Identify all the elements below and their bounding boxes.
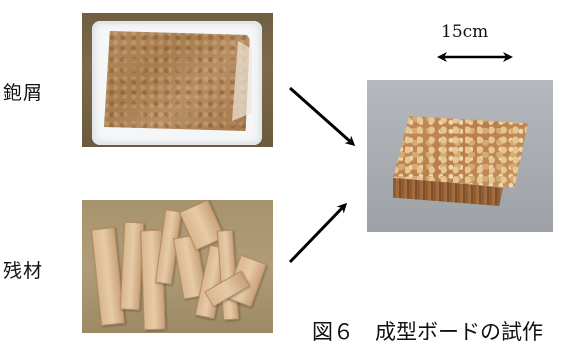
label-shavings: 鉋屑 — [3, 78, 43, 105]
photo-wood-offcuts — [82, 200, 273, 333]
wood-chip — [91, 227, 125, 326]
photo-shavings-tray — [82, 13, 273, 147]
sawdust-layer — [104, 31, 250, 131]
arrow-shavings-to-board — [290, 88, 353, 144]
arrow-offcuts-to-board — [290, 205, 345, 262]
photo-molded-board — [367, 80, 553, 232]
label-offcuts: 残材 — [3, 256, 43, 283]
board-top — [393, 116, 528, 188]
figure-caption: 図６ 成型ボードの試作 — [312, 316, 543, 346]
dimension-label: 15cm — [441, 22, 488, 42]
